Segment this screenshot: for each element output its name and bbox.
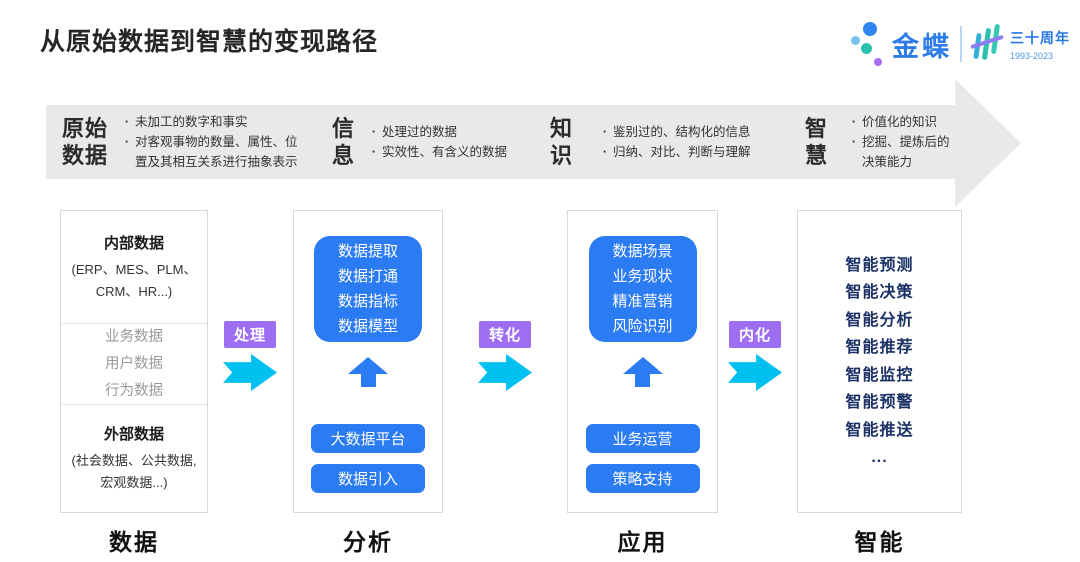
external-data-section: 外部数据 (社会数据、公共数据, 宏观数据...) xyxy=(61,405,207,512)
list-item: 智能预测 xyxy=(845,256,914,274)
stage-bullets: 鉴别过的、结构化的信息 归纳、对比、判断与理解 xyxy=(597,122,751,162)
page-title: 从原始数据到智慧的变现路径 xyxy=(40,28,379,56)
bullet-item: 价值化的知识 xyxy=(846,112,955,132)
bullet-dot xyxy=(366,142,382,162)
column-intelligence-box: 智能预测 智能决策 智能分析 智能推荐 智能监控 智能预警 智能推送 ... xyxy=(797,210,962,513)
middle-data-section: 业务数据 用户数据 行为数据 xyxy=(61,324,207,405)
stage-bullets: 价值化的知识 挖掘、提炼后的决策能力 xyxy=(846,112,955,172)
bullet-dot xyxy=(597,142,613,162)
data-type-item: 用户数据 xyxy=(105,355,163,372)
bullet-dot xyxy=(846,112,862,132)
bullet-dot xyxy=(846,132,862,172)
connector-label: 转化 xyxy=(478,321,531,348)
footer-label-data: 数据 xyxy=(109,529,159,555)
list-item: 智能预警 xyxy=(845,394,914,411)
list-item: 智能推荐 xyxy=(845,339,914,356)
analysis-panel: 数据提取 数据打通 数据指标 数据模型 xyxy=(314,236,422,342)
bullet-item: 实效性、有含义的数据 xyxy=(366,142,507,162)
right-arrow-icon xyxy=(478,354,532,391)
anniversary-text: 三十周年 1993-2023 xyxy=(1010,28,1070,61)
up-arrow-icon xyxy=(568,357,717,387)
list-item-ellipsis: ... xyxy=(871,449,888,466)
anniversary-title: 三十周年 xyxy=(1010,29,1070,46)
bullet-item: 对客观事物的数量、属性、位置及其相互关系进行抽象表示 xyxy=(119,132,307,172)
stage-label: 智 慧 xyxy=(805,116,829,168)
section-title: 内部数据 xyxy=(103,234,164,252)
bullet-dot xyxy=(119,112,135,132)
stage-raw-data: 原始 数据 未加工的数字和事实 对客观事物的数量、属性、位置及其相互关系进行抽象… xyxy=(62,105,307,179)
data-import-chip: 数据引入 xyxy=(311,464,425,493)
section-subtitle: (社会数据、公共数据, 宏观数据...) xyxy=(71,453,197,490)
footer-label-intelligence: 智能 xyxy=(854,529,905,555)
list-item: 智能推送 xyxy=(845,421,914,439)
business-operation-chip: 业务运营 xyxy=(585,424,700,453)
thirty-anniversary-icon xyxy=(970,21,1004,67)
list-item: 智能监控 xyxy=(845,366,914,384)
stage-wisdom: 智 慧 价值化的知识 挖掘、提炼后的决策能力 xyxy=(805,105,955,179)
section-title: 外部数据 xyxy=(103,426,164,443)
arrow-head-icon xyxy=(955,79,1021,207)
column-application-box: 数据场景 业务现状 精准营销 风险识别 业务运营 策略支持 xyxy=(567,210,718,513)
stage-label: 知 识 xyxy=(550,116,574,168)
bullet-dot xyxy=(597,122,613,142)
big-data-platform-chip: 大数据平台 xyxy=(311,424,425,453)
stage-label: 信 息 xyxy=(332,116,356,168)
column-data-box: 内部数据 (ERP、MES、PLM、 CRM、HR...) 业务数据 用户数据 … xyxy=(60,210,208,513)
kingdee-logo: 金蝶 三十周年 1993-2023 xyxy=(850,14,1070,74)
brand-name: 金蝶 xyxy=(892,31,952,62)
intelligence-list: 智能预测 智能决策 智能分析 智能推荐 智能监控 智能预警 智能推送 ... xyxy=(845,252,913,472)
anniversary-years: 1993-2023 xyxy=(1010,50,1054,61)
stage-bullets: 处理过的数据 实效性、有含义的数据 xyxy=(366,122,507,162)
connector-transform: 转化 xyxy=(470,321,540,391)
bullet-item: 归纳、对比、判断与理解 xyxy=(597,142,751,162)
bullet-dot xyxy=(119,132,135,172)
right-arrow-icon xyxy=(223,354,277,391)
data-type-item: 业务数据 xyxy=(105,328,163,345)
strategy-support-chip: 策略支持 xyxy=(585,464,700,493)
connector-label: 处理 xyxy=(223,321,276,348)
list-item: 智能决策 xyxy=(845,284,914,301)
column-analysis-box: 数据提取 数据打通 数据指标 数据模型 大数据平台 数据引入 xyxy=(293,210,443,513)
stage-label: 原始 数据 xyxy=(62,116,109,168)
bullet-dot xyxy=(366,122,382,142)
bullet-item: 未加工的数字和事实 xyxy=(119,112,307,132)
footer-label-application: 应用 xyxy=(617,529,668,555)
logo-divider xyxy=(960,26,962,62)
bullet-item: 处理过的数据 xyxy=(366,122,507,142)
bullet-item: 鉴别过的、结构化的信息 xyxy=(597,122,751,142)
stage-bullets: 未加工的数字和事实 对客观事物的数量、属性、位置及其相互关系进行抽象表示 xyxy=(119,112,307,172)
connector-process: 处理 xyxy=(215,321,285,391)
right-arrow-icon xyxy=(728,354,782,391)
footer-label-analysis: 分析 xyxy=(343,529,393,555)
section-subtitle: (ERP、MES、PLM、 CRM、HR...) xyxy=(71,261,197,299)
data-type-item: 行为数据 xyxy=(105,382,163,399)
connector-label: 内化 xyxy=(728,321,781,348)
stages-arrow-banner: 原始 数据 未加工的数字和事实 对客观事物的数量、属性、位置及其相互关系进行抽象… xyxy=(46,105,955,179)
internal-data-section: 内部数据 (ERP、MES、PLM、 CRM、HR...) xyxy=(61,211,207,324)
stage-information: 信 息 处理过的数据 实效性、有含义的数据 xyxy=(332,105,507,179)
stage-knowledge: 知 识 鉴别过的、结构化的信息 归纳、对比、判断与理解 xyxy=(550,105,751,179)
list-item: 智能分析 xyxy=(845,311,914,329)
kingdee-dots-icon xyxy=(850,20,886,68)
bullet-item: 挖掘、提炼后的决策能力 xyxy=(846,132,955,172)
application-panel: 数据场景 业务现状 精准营销 风险识别 xyxy=(588,236,697,342)
up-arrow-icon xyxy=(294,357,442,387)
connector-internalize: 内化 xyxy=(720,321,790,391)
